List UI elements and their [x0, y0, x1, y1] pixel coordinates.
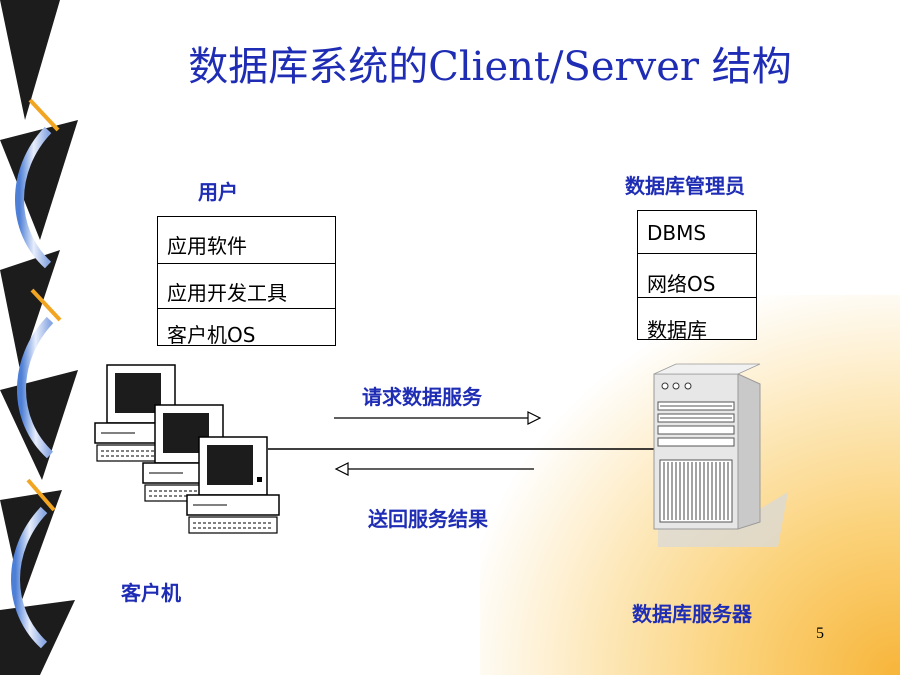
server-layer-network-os: 网络OS — [647, 272, 716, 296]
page-number: 5 — [816, 625, 824, 642]
server-layer-divider — [638, 297, 756, 298]
left-decoration — [0, 0, 78, 675]
dba-label: 数据库管理员 — [625, 174, 745, 198]
client-layer-divider — [158, 308, 335, 309]
request-arrow — [334, 411, 542, 425]
client-layer-dev-tools: 应用开发工具 — [167, 281, 287, 305]
client-layer-app-software: 应用软件 — [167, 234, 247, 258]
network-connection-line — [268, 448, 686, 450]
slide-title: 数据库系统的Client/Server 结构 — [188, 44, 792, 90]
client-layer-os: 客户机OS — [167, 323, 256, 347]
response-arrow — [334, 462, 534, 476]
client-layer-divider — [158, 263, 335, 264]
server-caption: 数据库服务器 — [632, 602, 752, 626]
server-software-stack: DBMS 网络OS 数据库 — [637, 210, 757, 342]
user-label: 用户 — [198, 180, 238, 204]
server-layer-database: 数据库 — [647, 318, 707, 342]
client-software-stack: 应用软件 应用开发工具 客户机OS — [157, 216, 336, 347]
server-tower-icon — [653, 363, 788, 547]
server-layer-divider — [638, 253, 756, 254]
desktop-computer-icon — [94, 364, 280, 534]
request-label: 请求数据服务 — [362, 385, 482, 409]
response-label: 送回服务结果 — [368, 507, 488, 531]
client-caption: 客户机 — [121, 581, 181, 605]
server-layer-dbms: DBMS — [647, 221, 707, 245]
